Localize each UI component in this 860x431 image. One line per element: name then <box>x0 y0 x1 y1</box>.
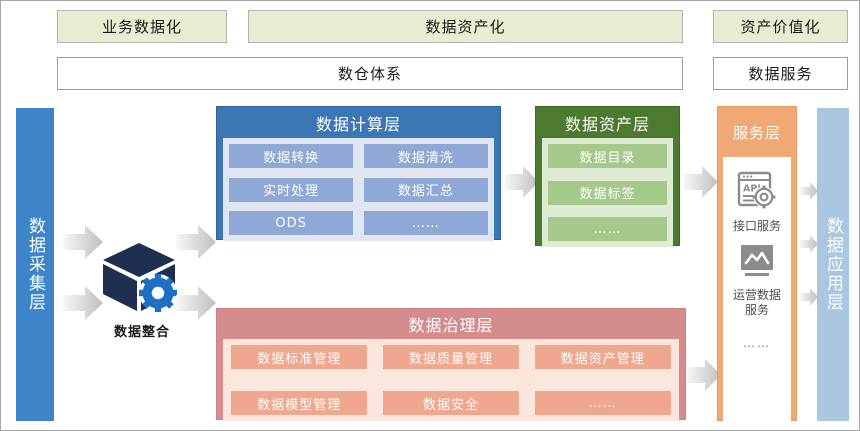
compute-item[interactable]: 数据汇总 <box>363 177 488 202</box>
governance-item[interactable]: 数据质量管理 <box>382 345 520 369</box>
compute-item[interactable]: 数据清洗 <box>363 144 488 168</box>
svg-text:API: API <box>743 184 761 195</box>
app-layer-label: 数据应用层 <box>823 217 844 312</box>
arrow-compute-to-asset <box>505 166 539 198</box>
asset-layer-title: 数据资产层 <box>564 114 650 134</box>
arrow-service-to-app-2 <box>800 235 818 253</box>
banner-label: 业务数据化 <box>101 18 182 36</box>
box-warehouse-system: 数仓体系 <box>57 57 683 90</box>
cube-gear-icon <box>101 241 183 313</box>
governance-item[interactable]: 数据安全 <box>382 391 520 415</box>
arrow-service-to-app-1 <box>800 182 818 200</box>
governance-item[interactable]: …… <box>534 391 671 415</box>
governance-layer-panel: 数据治理层 数据标准管理 数据质量管理 数据资产管理 数据模型管理 数据安全 …… <box>216 308 686 421</box>
arrow-asset-to-service <box>684 166 718 198</box>
arrow-governance-to-service <box>687 359 721 391</box>
collect-layer-bar: 数据采集层 <box>16 108 54 421</box>
service-layer-title: 服务层 <box>732 123 781 142</box>
banner-label: 数据资产化 <box>425 18 506 36</box>
collect-layer-label: 数据采集层 <box>25 217 46 312</box>
banner-asset-valuation: 资产价值化 <box>713 10 848 43</box>
asset-item[interactable]: 数据标签 <box>548 180 667 205</box>
app-layer-bar: 数据应用层 <box>817 108 849 421</box>
box-label: 数仓体系 <box>337 65 402 83</box>
banner-data-assetization: 数据资产化 <box>248 10 683 43</box>
service-more-label: …… <box>743 336 771 350</box>
asset-item[interactable]: 数据目录 <box>548 144 667 168</box>
integrate-label: 数据整合 <box>113 325 170 340</box>
compute-layer-title: 数据计算层 <box>315 114 401 134</box>
arrow-collect-to-integrate-top <box>63 225 103 259</box>
arrow-integrate-to-governance <box>176 286 216 320</box>
governance-layer-title: 数据治理层 <box>408 316 494 335</box>
api-window-gear-icon: API <box>736 169 778 215</box>
compute-item[interactable]: ODS <box>229 211 354 235</box>
arrow-service-to-app-3 <box>800 288 818 306</box>
banner-label: 资产价值化 <box>740 18 821 36</box>
box-label: 数据服务 <box>748 65 813 83</box>
monitor-chart-icon <box>736 244 778 284</box>
service-layer-panel: 服务层 API <box>717 106 797 427</box>
compute-item[interactable]: …… <box>363 211 488 235</box>
asset-layer-panel: 数据资产层 数据目录 数据标签 …… <box>535 106 680 247</box>
service-item-label: 运营数据 服务 <box>732 288 781 317</box>
compute-item[interactable]: 实时处理 <box>229 177 354 202</box>
asset-item[interactable]: …… <box>548 217 667 241</box>
compute-layer-panel: 数据计算层 数据转换 数据清洗 实时处理 数据汇总 ODS …… <box>216 106 501 241</box>
governance-item[interactable]: 数据资产管理 <box>534 345 671 369</box>
arrow-integrate-to-compute <box>176 225 216 259</box>
box-data-service: 数据服务 <box>713 57 848 90</box>
governance-item[interactable]: 数据标准管理 <box>231 345 368 369</box>
arrow-collect-to-integrate-bottom <box>63 286 103 320</box>
compute-item[interactable]: 数据转换 <box>229 144 354 168</box>
banner-business-datafication: 业务数据化 <box>57 10 227 43</box>
service-item-label: 接口服务 <box>732 219 781 233</box>
governance-item[interactable]: 数据模型管理 <box>231 391 368 415</box>
